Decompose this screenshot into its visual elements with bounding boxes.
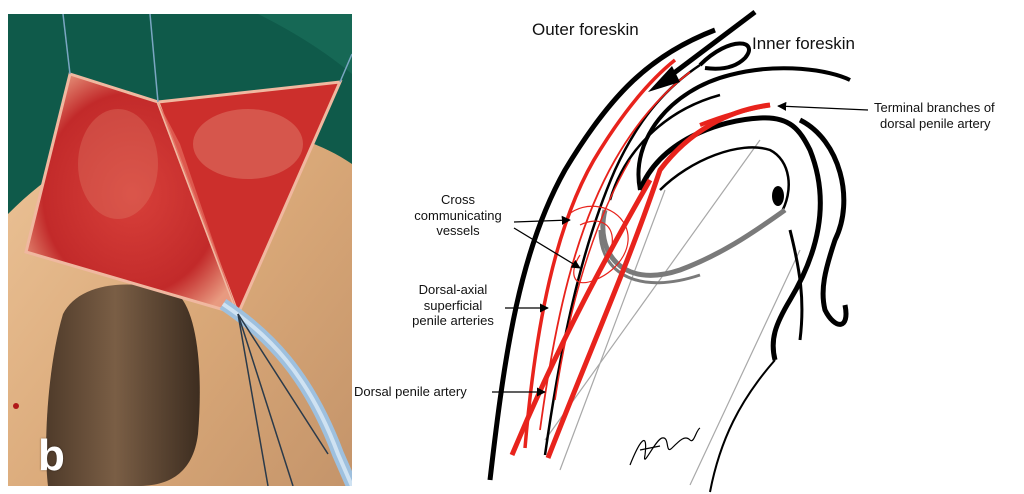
terminal-branch (699, 103, 771, 127)
leader-lines (492, 101, 869, 397)
dorsal-axial-arteries (523, 58, 691, 449)
surgical-photo: b (8, 14, 352, 486)
foreskin-arrow (660, 10, 757, 84)
label-terminal-branches: Terminal branches of dorsal penile arter… (874, 100, 995, 131)
outer-outline (487, 27, 716, 481)
dorsal-penile-artery (509, 178, 653, 456)
panel-letter: b (38, 431, 65, 480)
label-cross-line3: vessels (436, 223, 480, 239)
foreskin-arrow-head (648, 66, 680, 92)
guide-lines (544, 139, 801, 486)
label-terminal-branches-line1: Terminal branches of (874, 100, 995, 115)
label-cross-line1: Cross (441, 192, 475, 207)
label-cross-line2: communicating (414, 207, 502, 223)
label-inner-foreskin: Inner foreskin (752, 34, 855, 53)
meatus (772, 186, 784, 206)
label-dorsal-axial-line2: superficial (423, 297, 483, 313)
artist-signature (629, 427, 701, 466)
cross-communicating-vessels (567, 205, 629, 284)
glans-inner (659, 146, 790, 216)
label-dorsal-penile-artery: Dorsal penile artery (354, 384, 467, 399)
inner-foreskin-arch (698, 41, 751, 71)
label-outer-foreskin: Outer foreskin (532, 20, 639, 39)
label-dorsal-axial-line3: penile arteries (412, 313, 494, 329)
grey-fold (598, 207, 787, 285)
label-terminal-branches-line2: dorsal penile artery (880, 115, 991, 131)
glans-tip (798, 117, 849, 327)
label-cross-communicating: Cross communicating vessels (402, 192, 514, 239)
ventral-outline (709, 359, 776, 493)
label-dorsal-axial-line1: Dorsal-axial (418, 282, 488, 297)
inner-fold-black (636, 66, 851, 191)
frenulum-line (788, 229, 804, 341)
outer-outline-inner (543, 63, 701, 456)
label-dorsal-axial: Dorsal-axial superficial penile arteries (398, 282, 508, 329)
surgical-photo-drawing (8, 14, 352, 486)
inner-fold-black-2 (608, 93, 721, 201)
